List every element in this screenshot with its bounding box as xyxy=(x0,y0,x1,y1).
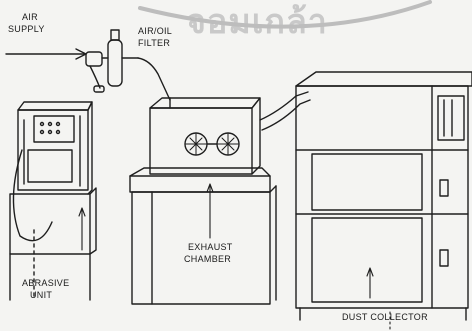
air-oil-filter-icon xyxy=(85,29,171,101)
label-chamber: CHAMBER xyxy=(184,254,232,264)
label-air-oil: AIR/OIL xyxy=(138,26,173,36)
label-exhaust: EXHAUST xyxy=(188,242,233,252)
label-arrows xyxy=(78,183,391,331)
label-supply: SUPPLY xyxy=(8,24,45,34)
watermark-arc xyxy=(138,0,432,29)
dust-collector-drawing xyxy=(295,71,472,321)
label-abrasive: ABRASIVE xyxy=(22,278,70,288)
air-supply-arrow xyxy=(5,48,87,60)
label-air: AIR xyxy=(22,12,38,22)
exhaust-chamber-drawing xyxy=(129,91,311,305)
label-unit: UNIT xyxy=(30,290,53,300)
label-filter: FILTER xyxy=(138,38,171,48)
label-dust-collector: DUST COLLECTOR xyxy=(342,312,428,322)
abrasive-unit-drawing xyxy=(9,101,97,301)
